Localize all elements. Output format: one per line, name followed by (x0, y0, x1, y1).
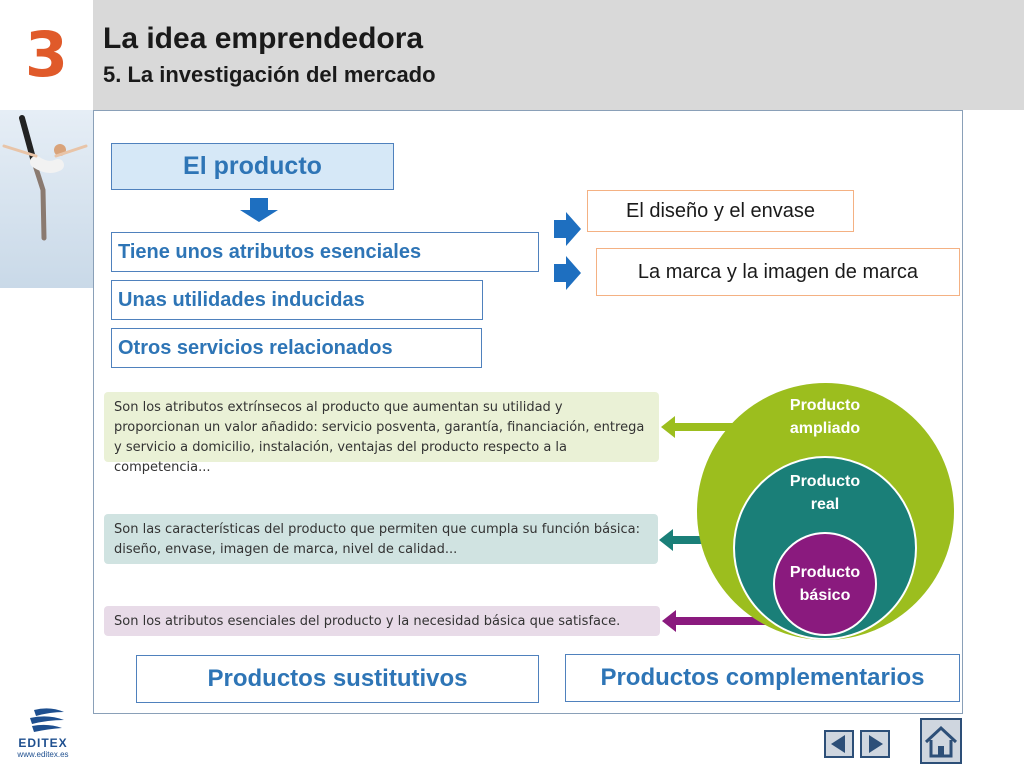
substitute-products-box: Productos sustitutivos (136, 655, 539, 703)
product-title-box: El producto (111, 143, 394, 190)
left-arrow-icon (661, 416, 735, 438)
dancer-photo (0, 110, 93, 288)
circle-label-extended: Producto ampliado (789, 397, 861, 437)
complementary-products-box: Productos complementarios (565, 654, 960, 702)
circle-basic-product (773, 532, 877, 636)
home-button[interactable] (920, 718, 962, 764)
editex-logo-mark (30, 708, 64, 732)
design-packaging-box: El diseño y el envase (587, 190, 854, 232)
editex-brand-text: EDITEX (18, 736, 68, 750)
home-icon (924, 725, 958, 758)
editex-url[interactable]: www.editex.es (17, 750, 69, 759)
attribute-essential: Tiene unos atributos esenciales (111, 232, 539, 272)
circle-label-basic: Producto básico (789, 564, 861, 604)
chapter-number: 3 (24, 18, 69, 91)
page-title: La idea emprendedora (103, 22, 424, 55)
down-arrow-icon (240, 198, 278, 222)
left-arrow-icon (662, 610, 780, 632)
attribute-services: Otros servicios relacionados (111, 328, 482, 368)
next-slide-button[interactable] (860, 730, 890, 758)
editex-logo: EDITEX www.editex.es (8, 706, 78, 764)
brand-image-box: La marca y la imagen de marca (596, 248, 960, 296)
previous-slide-button[interactable] (824, 730, 854, 758)
page-subtitle: 5. La investigación del mercado (103, 62, 436, 87)
header-band (93, 0, 1024, 110)
left-arrow-icon (659, 529, 735, 551)
right-arrow-icon (554, 256, 581, 290)
description-extended: Son los atributos extrínsecos al product… (104, 392, 659, 475)
circle-label-real: Producto real (789, 473, 861, 513)
attribute-induced: Unas utilidades inducidas (111, 280, 483, 320)
description-real: Son las características del producto que… (104, 514, 658, 564)
description-basic: Son los atributos esenciales del product… (104, 606, 660, 636)
right-arrow-icon (554, 212, 581, 246)
triangle-left-icon (831, 735, 845, 753)
triangle-right-icon (869, 735, 883, 753)
